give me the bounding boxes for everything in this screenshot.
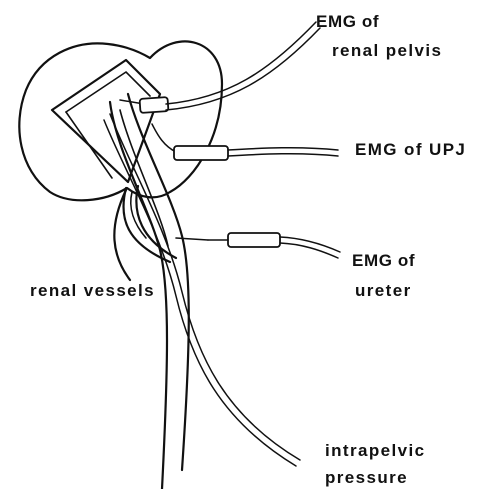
ureter-electrode-body <box>228 233 280 247</box>
label-emg-ureter-line2: ureter <box>355 281 412 300</box>
upj-lead-2 <box>228 154 338 156</box>
electrode-upj <box>152 124 338 160</box>
ureter-lead-2 <box>280 243 338 258</box>
upj-wire-in <box>152 124 176 152</box>
upj-lead-1 <box>228 148 338 150</box>
kidney-cut-face <box>52 60 160 182</box>
label-emg-pelvis-line2: renal pelvis <box>332 41 442 60</box>
label-pressure-line1: intrapelvic <box>325 441 425 460</box>
label-emg-pelvis-line1: EMG of <box>316 12 379 31</box>
label-emg-ureter-line1: EMG of <box>352 251 415 270</box>
upj-electrode-body <box>174 146 228 160</box>
label-renal-vessels: renal vessels <box>30 281 155 300</box>
kidney <box>19 41 222 200</box>
label-emg-upj: EMG of UPJ <box>355 140 466 159</box>
renal-vessel-3 <box>114 190 130 280</box>
label-pressure-line2: pressure <box>325 468 408 487</box>
pelvis-electrode-body <box>140 97 169 113</box>
ureter-lead-1 <box>280 237 340 252</box>
electrode-ureter <box>176 233 340 258</box>
pelvis-lead-1 <box>166 22 316 104</box>
ureter-wire-in <box>176 238 208 240</box>
